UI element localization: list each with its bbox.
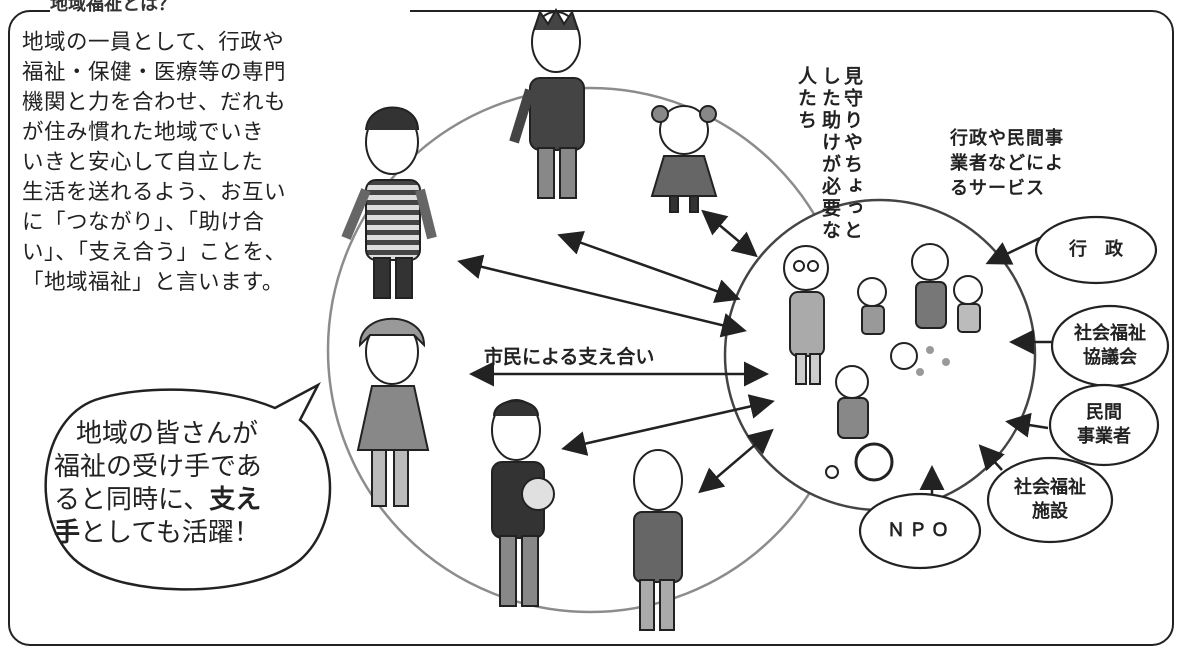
intro-line: に「つながり」、「助け合 bbox=[22, 210, 265, 235]
org-facility-label: 施設 bbox=[1032, 501, 1068, 522]
intro-line: 生活を送れるよう、お互い bbox=[22, 180, 287, 205]
intro-line: 機関と力を合わせ、だれも bbox=[22, 90, 287, 115]
bubble-emphasis: 支え bbox=[209, 485, 262, 515]
intro-line: い」、「支え合う」ことを、 bbox=[22, 240, 287, 265]
org-gov-ellipse bbox=[1034, 215, 1158, 285]
org-private-ellipse bbox=[1048, 383, 1160, 467]
org-gov-label: 行 政 bbox=[1069, 239, 1123, 260]
person-elderly-man bbox=[633, 449, 683, 631]
diagram-frame: 地域福祉とは？ bbox=[8, 0, 1174, 646]
arrow-mutual-3 bbox=[701, 209, 758, 258]
person-elderly-woman bbox=[783, 245, 829, 385]
group-children-adult bbox=[857, 243, 983, 376]
person-girl bbox=[650, 105, 718, 213]
org-facility-ellipse bbox=[986, 456, 1114, 544]
intro-line: 地域の一員として、行政や bbox=[22, 30, 285, 55]
intro-line: が住み慣れた地域でいき bbox=[22, 120, 265, 145]
mutual-support-label: 市民による支え合い bbox=[484, 346, 655, 368]
org-private-label: 事業者 bbox=[1077, 426, 1131, 447]
header-title: 地域福祉とは？ bbox=[50, 0, 410, 18]
org-private-label: 民間 bbox=[1086, 402, 1122, 423]
intro-line: 「地域福祉」と言います。 bbox=[22, 270, 284, 295]
intro-line: 福祉・保健・医療等の専門 bbox=[22, 60, 287, 85]
org-npo-label: ＮＰＯ bbox=[887, 520, 953, 541]
services-line: るサービス bbox=[950, 178, 1045, 199]
org-facility-label: 社会福祉 bbox=[1014, 477, 1086, 498]
needy-label-col1: 見守りやちょっと bbox=[841, 66, 863, 242]
bubble-line: 手としても活躍！ bbox=[54, 517, 304, 550]
org-npo: ＮＰＯ bbox=[860, 494, 980, 568]
speech-bubble-text: 地域の皆さんが 福祉の受け手であ ると同時に、支え 手としても活躍！ bbox=[54, 418, 304, 550]
services-line: 行政や民間事 bbox=[950, 128, 1064, 149]
bubble-line-suffix: としても活躍！ bbox=[80, 518, 260, 548]
bubble-line-prefix: ると同時に、 bbox=[54, 485, 210, 515]
bubble-line: ると同時に、支え bbox=[54, 484, 304, 517]
org-council-label: 協議会 bbox=[1083, 347, 1137, 368]
arrow-mutual-1 bbox=[457, 254, 747, 338]
bubble-emphasis: 手 bbox=[54, 518, 81, 548]
needy-label-col2: した助けが必要な bbox=[819, 66, 841, 242]
org-npo-ellipse bbox=[858, 492, 982, 570]
person-wheelchair bbox=[825, 365, 894, 482]
org-council-label: 社会福祉 bbox=[1074, 323, 1146, 344]
bubble-line: 地域の皆さんが bbox=[76, 419, 259, 449]
arrow-service-gov bbox=[985, 236, 1041, 265]
needy-label-col3: 人たち bbox=[795, 66, 817, 132]
services-label: 行政や民間事 業者などによ るサービス bbox=[950, 126, 1120, 201]
intro-paragraph: 地域の一員として、行政や 福祉・保健・医療等の専門 機関と力を合わせ、だれも が… bbox=[22, 28, 352, 298]
bubble-line: 福祉の受け手であ bbox=[54, 452, 262, 482]
arrow-mutual-6 bbox=[698, 428, 774, 494]
arrow-service-facility bbox=[978, 444, 1005, 472]
speech-bubble bbox=[44, 382, 332, 591]
org-private: 民間 事業者 bbox=[1050, 385, 1158, 465]
person-striped-man bbox=[341, 106, 437, 299]
org-facility: 社会福祉 施設 bbox=[988, 458, 1112, 542]
org-gov: 行 政 bbox=[1036, 217, 1156, 283]
services-line: 業者などによ bbox=[950, 153, 1064, 174]
arrow-service-private bbox=[1005, 412, 1049, 438]
arrow-mutual-2 bbox=[557, 230, 741, 304]
intro-line: いきと安心して自立した bbox=[22, 150, 264, 175]
arrow-mutual-5 bbox=[561, 394, 775, 456]
person-top-man bbox=[509, 7, 585, 199]
org-council: 社会福祉 協議会 bbox=[1052, 306, 1168, 386]
person-father-baby bbox=[491, 399, 555, 607]
person-woman bbox=[356, 317, 430, 507]
